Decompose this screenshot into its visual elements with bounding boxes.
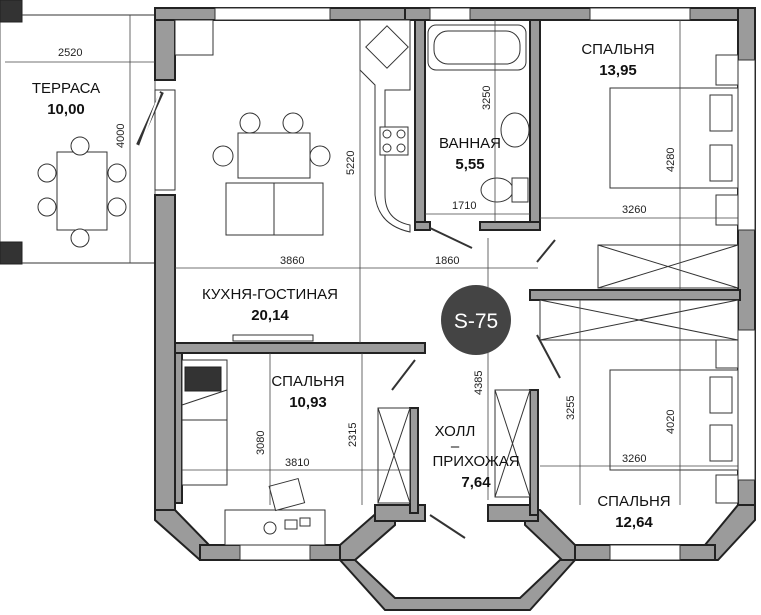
bay-window: [337, 559, 578, 611]
dim-bed-br-width: 3260: [622, 453, 646, 465]
room-kitchen-area: 20,14: [251, 307, 289, 324]
bedroom-bottom-left-furniture: [181, 359, 411, 546]
dim-bed-br-height: 3255: [565, 396, 577, 420]
interior-doors: [391, 227, 561, 539]
room-bed-br-name: СПАЛЬНЯ: [597, 493, 670, 510]
dimension-lines: [5, 15, 738, 505]
room-bed-br-area: 12,64: [615, 514, 653, 531]
room-bed-tr-name: СПАЛЬНЯ: [581, 41, 654, 58]
room-hall-name-1: ХОЛЛ: [435, 423, 476, 440]
bathroom-fixtures: [427, 24, 530, 203]
dim-hall-width: 1860: [435, 255, 459, 267]
room-hall-name-2: –: [451, 438, 460, 455]
dim-bed-br-depth: 4020: [665, 410, 677, 434]
room-bed-bl-name: СПАЛЬНЯ: [271, 373, 344, 390]
dim-bed-tr-height: 4280: [665, 148, 677, 172]
hall-wardrobe: [494, 389, 531, 498]
dim-bath-height: 3250: [481, 86, 493, 110]
plan-id-badge: S-75: [441, 285, 511, 355]
windows: [154, 7, 756, 561]
dim-terrace-width: 2520: [58, 47, 82, 59]
dim-terrace-height: 4000: [115, 124, 127, 148]
bedroom-bottom-right-furniture: [539, 299, 739, 504]
room-bed-tr-area: 13,95: [599, 62, 637, 79]
dimension-labels: 2520 4000 5220 3860 1860 3250 1710 4280 …: [58, 47, 677, 469]
bedroom-top-right-furniture: [597, 54, 739, 289]
room-bed-bl-area: 10,93: [289, 394, 327, 411]
room-hall-name-3: ПРИХОЖАЯ: [432, 453, 519, 470]
room-labels: ТЕРРАСА 10,00 КУХНЯ-ГОСТИНАЯ 20,14 ВАННА…: [32, 41, 671, 531]
dim-bed-bl-depth: 2315: [347, 423, 359, 447]
dim-hall-height: 4385: [473, 371, 485, 395]
dim-bed-tr-width: 3260: [622, 204, 646, 216]
terrace-dining-set: [37, 136, 127, 248]
room-bath-name: ВАННАЯ: [439, 135, 501, 152]
room-terrace-name: ТЕРРАСА: [32, 80, 100, 97]
plan-id-text: S-75: [454, 310, 498, 333]
dim-kitchen-height: 5220: [345, 151, 357, 175]
dim-bed-bl-height: 3080: [255, 431, 267, 455]
terrace-post-bottom: [0, 241, 23, 265]
kitchen-furniture: [174, 19, 411, 342]
dim-kitchen-width: 3860: [280, 255, 304, 267]
room-kitchen-name: КУХНЯ-ГОСТИНАЯ: [202, 286, 338, 303]
room-hall-area: 7,64: [461, 474, 491, 491]
terrace-door: [136, 91, 164, 147]
dim-bed-bl-width: 3810: [285, 457, 309, 469]
room-bath-area: 5,55: [455, 156, 484, 173]
room-terrace-area: 10,00: [47, 101, 85, 118]
interior-walls: [174, 19, 741, 516]
dim-bath-width: 1710: [452, 200, 476, 212]
terrace-post-top: [0, 0, 23, 23]
